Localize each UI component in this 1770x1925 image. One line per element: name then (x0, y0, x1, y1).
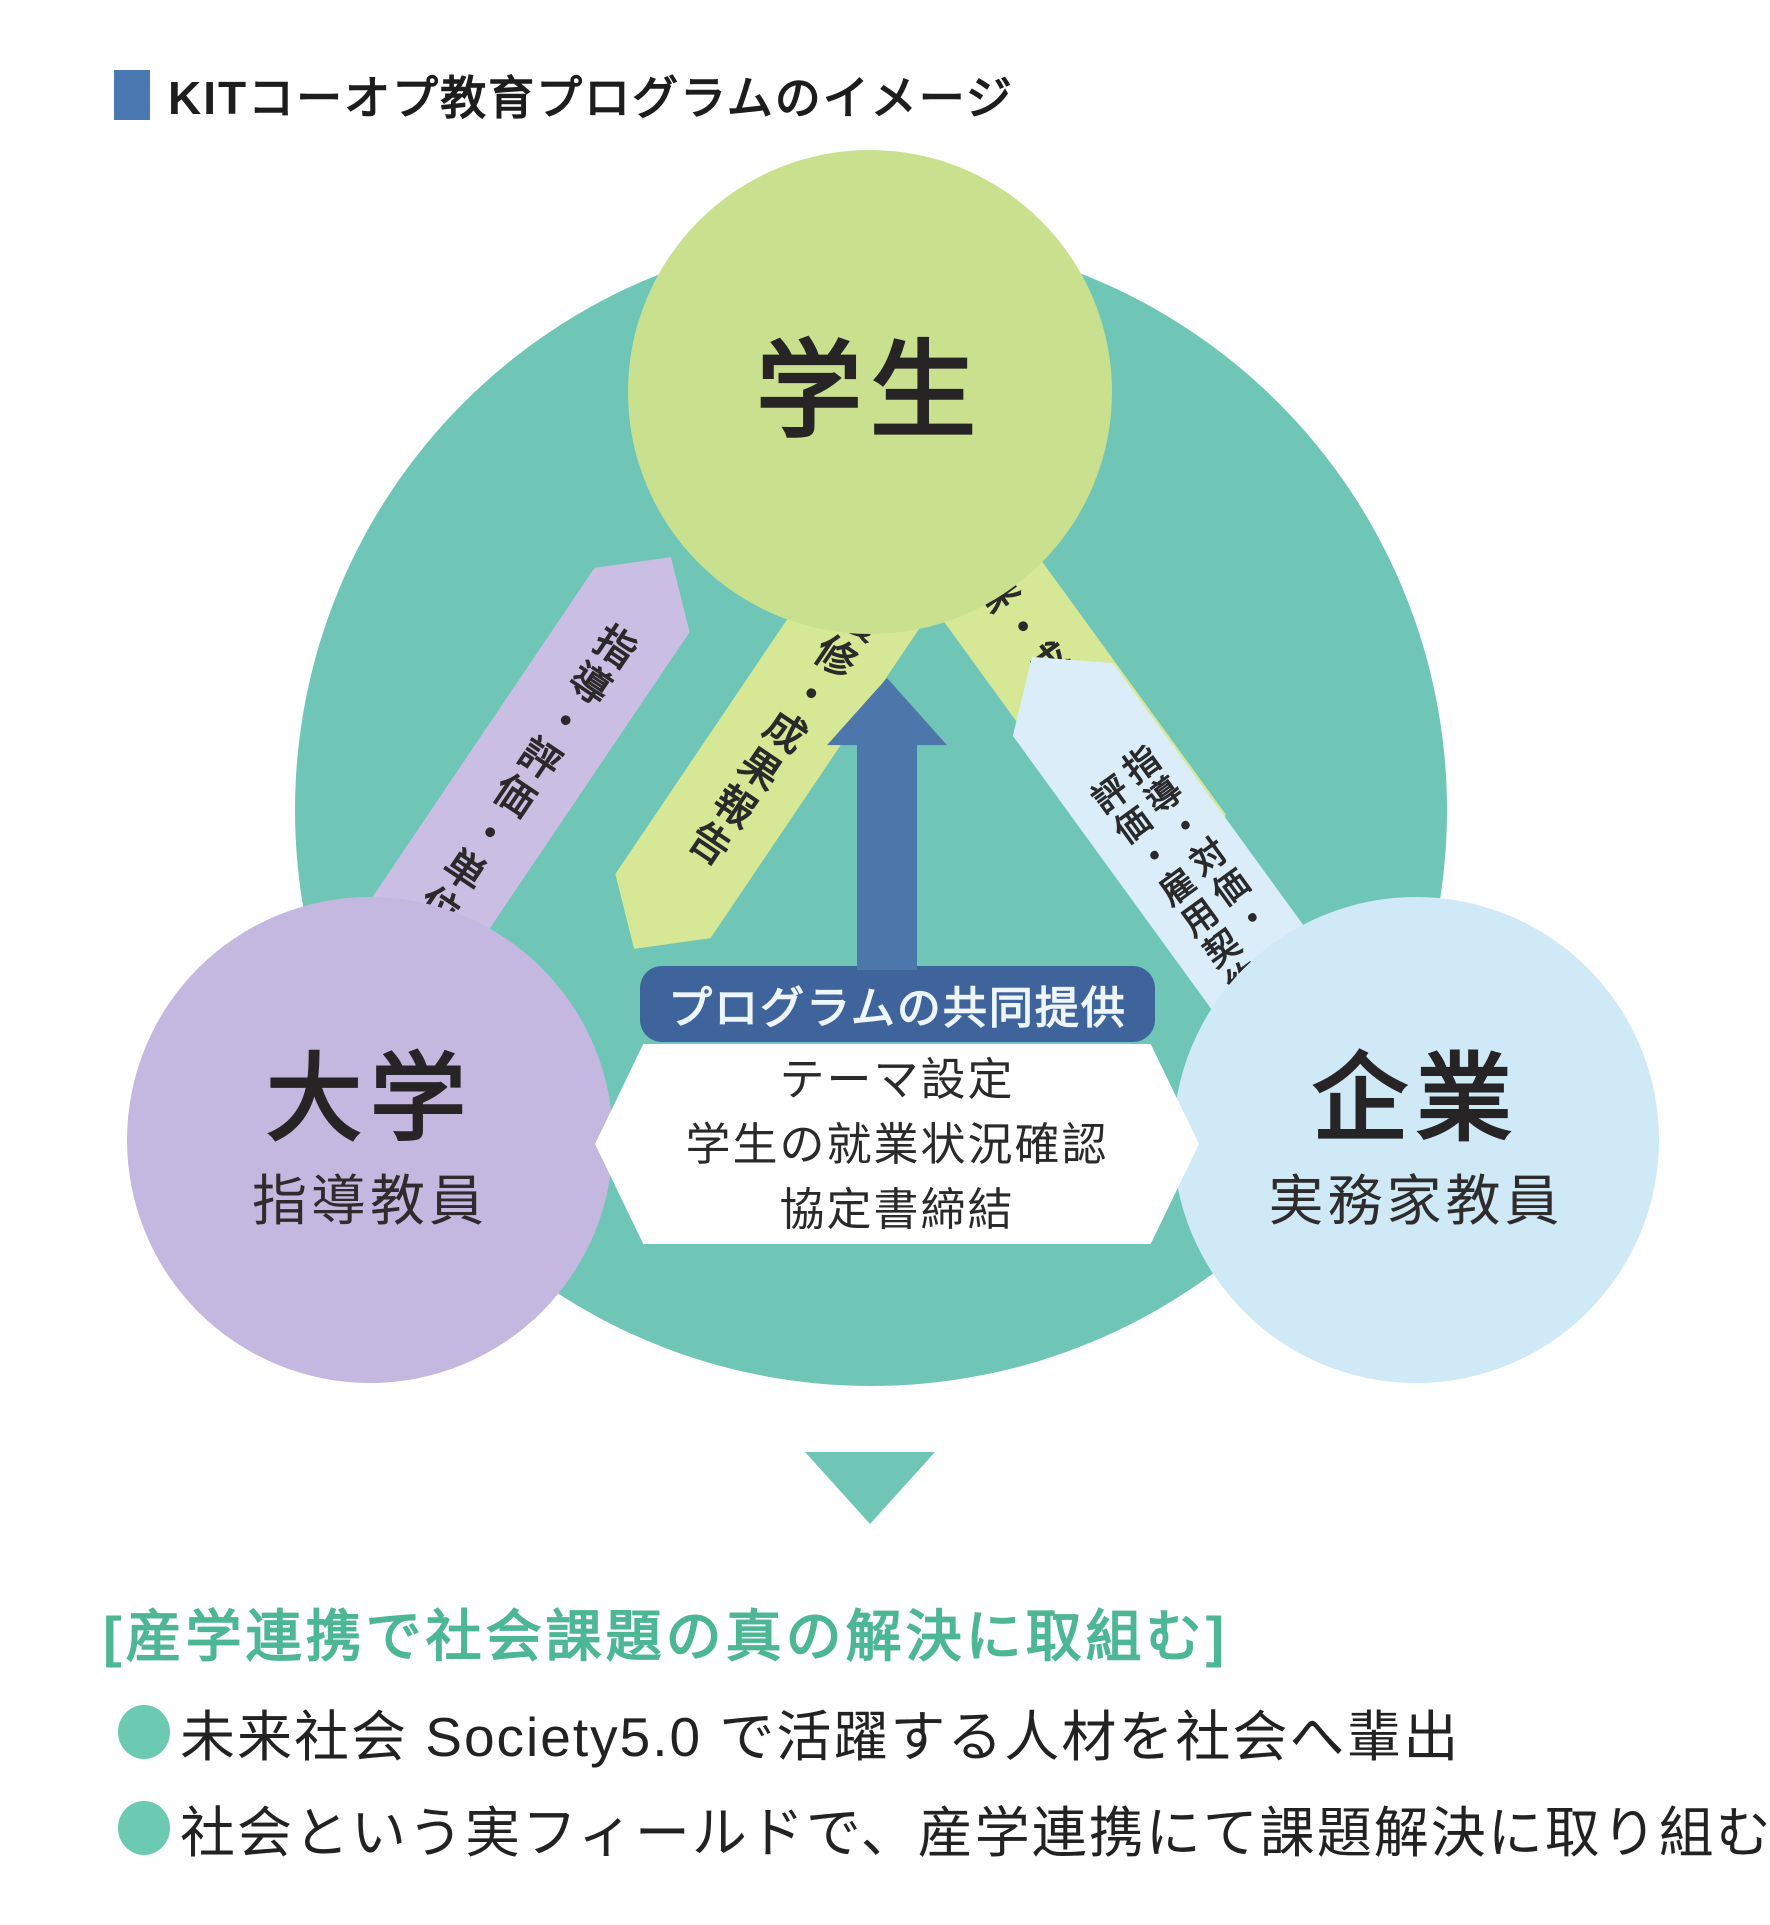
company-label: 企業 (1312, 1045, 1520, 1153)
university-label: 大学 (266, 1045, 474, 1153)
footer-bullet-2: 社会という実フィールドで、産学連携にて課題解決に取り組む (118, 1788, 1770, 1868)
footer-bullet-1: 未来社会 Society5.0 で活躍する人材を社会へ輩出 (118, 1692, 1460, 1772)
student-circle: 学生 (628, 150, 1112, 634)
footer-heading: [産学連携で社会課題の真の解決に取組む] (103, 1605, 1229, 1668)
title-square-icon (114, 70, 150, 120)
joint-activity-theme-setting: テーマ設定 (779, 1053, 1015, 1105)
joint-provision-banner: プログラムの共同提供 (640, 966, 1155, 1042)
footer-bullet-1-text: 未来社会 Society5.0 で活躍する人材を社会へ輩出 (180, 1706, 1461, 1768)
down-arrow-icon (805, 1452, 935, 1524)
page-title-row: KITコーオプ教育プログラムのイメージ (114, 62, 1014, 128)
joint-activities-panel: テーマ設定 学生の就業状況確認 協定書締結 (595, 1044, 1199, 1244)
university-sublabel: 指導教員 (251, 1169, 488, 1232)
university-circle: 大学 指導教員 (127, 897, 613, 1383)
bullet-dot-icon (118, 1705, 170, 1759)
company-circle: 企業 実務家教員 (1173, 897, 1659, 1383)
footer-bullet-2-text: 社会という実フィールドで、産学連携にて課題解決に取り組む (180, 1802, 1770, 1864)
page-title: KITコーオプ教育プログラムのイメージ (168, 72, 1014, 124)
joint-activity-work-status-check: 学生の就業状況確認 (685, 1118, 1109, 1170)
joint-activity-agreement-signing: 協定書締結 (779, 1183, 1015, 1235)
bullet-dot-icon (118, 1801, 170, 1855)
company-sublabel: 実務家教員 (1268, 1169, 1564, 1232)
student-label: 学生 (756, 333, 984, 451)
